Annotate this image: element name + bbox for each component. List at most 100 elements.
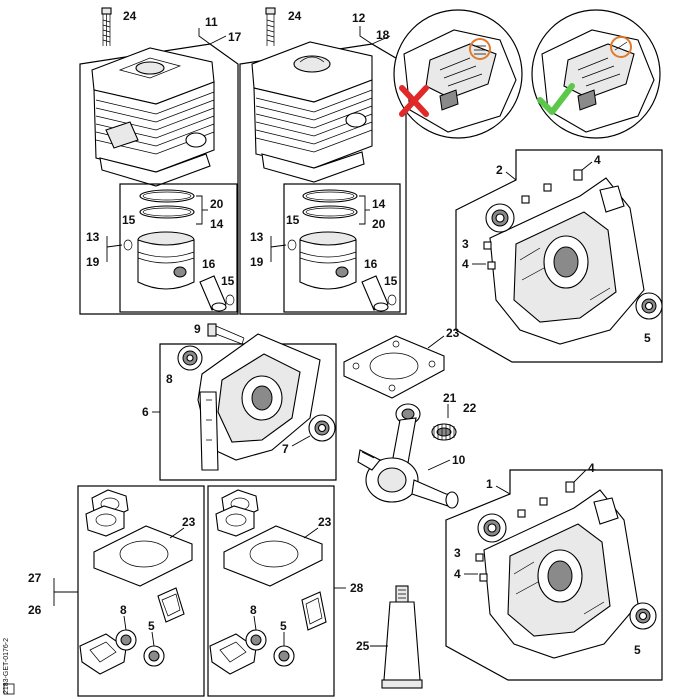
sealant-tube-25 — [381, 585, 423, 689]
label-19-right: 19 — [250, 255, 264, 269]
gasket-set-27-group: 23 8 5 27 26 — [28, 485, 205, 697]
label-20-right: 20 — [372, 217, 386, 231]
label-16-left: 16 — [202, 257, 216, 271]
label-4-top-upper: 4 — [594, 153, 601, 167]
label-8-left-set: 8 — [120, 603, 127, 617]
label-6: 6 — [142, 405, 149, 419]
oil-seal-5-center-set — [273, 645, 295, 667]
needle-bearing-21 — [431, 423, 457, 441]
red-cross-icon — [399, 85, 429, 117]
drawing-code-box — [3, 683, 15, 695]
incorrect-orientation-detail — [393, 9, 523, 139]
piston-right — [299, 231, 357, 290]
label-28: 28 — [350, 581, 364, 595]
bolt-24-left — [101, 7, 112, 46]
circlip-right-upper — [287, 239, 297, 251]
label-3-upper: 3 — [462, 237, 469, 251]
cylinder-kit-11-group: 24 11 17 20 14 — [79, 7, 242, 315]
crankshaft-10 — [357, 403, 459, 509]
label-15-left-upper: 15 — [122, 213, 136, 227]
label-8-center-set: 8 — [250, 603, 257, 617]
label-16-right: 16 — [364, 257, 378, 271]
label-5-lower: 5 — [634, 643, 641, 657]
crankcase-half-2-group: 2 4 3 4 — [455, 149, 663, 363]
label-23-center-set: 23 — [318, 515, 332, 529]
oil-seal-8-left-set — [115, 629, 137, 651]
screw-9 — [207, 323, 245, 345]
label-15-right-lower: 15 — [384, 274, 398, 288]
label-15-right-upper: 15 — [286, 213, 300, 227]
label-15-left-lower: 15 — [221, 274, 235, 288]
piston-rings-left — [139, 189, 195, 219]
correct-highlight-circle — [610, 36, 632, 58]
label-19-left: 19 — [86, 255, 100, 269]
oil-seal-5-lower — [629, 602, 657, 630]
dowel-sleeves-1 — [475, 481, 575, 582]
label-21: 21 — [443, 391, 457, 405]
label-4-top-lower: 4 — [588, 461, 595, 475]
circlip-right-lower — [387, 294, 397, 306]
label-23-center: 23 — [446, 326, 460, 340]
label-13-right: 13 — [250, 230, 264, 244]
label-4-side-lower: 4 — [454, 567, 461, 581]
label-20-left: 20 — [210, 197, 224, 211]
crankcase-2-frame — [455, 149, 663, 363]
label-27: 27 — [28, 571, 42, 585]
oil-seal-3-lower — [477, 513, 507, 543]
bolt-24-right — [265, 7, 276, 46]
label-14-left: 14 — [210, 217, 224, 231]
crankcase-half-1-group: 1 4 3 4 — [445, 461, 663, 681]
circlip-left-lower — [225, 294, 235, 306]
label-2: 2 — [496, 163, 503, 177]
oil-seal-3-upper — [485, 203, 515, 233]
label-1: 1 — [486, 477, 493, 491]
label-14-right: 14 — [372, 197, 386, 211]
label-18: 18 — [376, 28, 390, 42]
cylinder-12 — [251, 41, 373, 183]
gasket-set-28-frame — [207, 485, 335, 697]
cylinder-11 — [91, 47, 215, 187]
drawing-code: 2183-GET-0176-2 — [3, 638, 10, 694]
piston-rings-right — [302, 189, 358, 219]
crankcase-1-frame — [445, 469, 663, 681]
piston-kit-frame-left — [119, 183, 238, 313]
crankcase-6 — [197, 333, 321, 471]
label-13-left: 13 — [86, 230, 100, 244]
label-12: 12 — [352, 11, 366, 25]
label-4-side-upper: 4 — [462, 257, 469, 271]
oil-seal-8-mid — [177, 345, 203, 371]
label-10: 10 — [452, 453, 466, 467]
label-17: 17 — [228, 30, 242, 44]
gaskets-28 — [209, 489, 327, 675]
gasket-set-28-group: 23 8 5 28 — [207, 485, 364, 697]
cylinder-gasket-23 — [343, 335, 445, 399]
label-23-left-set: 23 — [182, 515, 196, 529]
crankcase-half-2 — [489, 177, 645, 345]
piston-kit-frame-right — [283, 183, 401, 313]
circlip-left-upper — [123, 239, 133, 251]
piston-left — [137, 231, 195, 290]
label-26: 26 — [28, 603, 42, 617]
piston-pin-right — [361, 275, 389, 312]
label-5-center-set: 5 — [280, 619, 287, 633]
label-7: 7 — [282, 442, 289, 456]
label-3-lower: 3 — [454, 546, 461, 560]
label-9: 9 — [194, 322, 201, 336]
label-8-mid: 8 — [166, 372, 173, 386]
label-25: 25 — [356, 639, 370, 653]
label-11: 11 — [205, 15, 218, 29]
label-5-upper: 5 — [644, 331, 651, 345]
oil-seal-5-left-set — [143, 645, 165, 667]
oil-seal-5-upper — [635, 292, 663, 320]
incorrect-highlight-circle — [469, 38, 491, 60]
crankcase-half-1 — [483, 489, 639, 659]
green-check-icon — [537, 83, 575, 115]
cylinder-11-frame — [79, 43, 239, 315]
piston-pin-left — [199, 275, 227, 312]
cylinder-kit-12-group: 24 12 18 14 20 — [239, 7, 407, 315]
dowel-sleeves-2 — [483, 169, 583, 270]
label-5-left-set: 5 — [148, 619, 155, 633]
oil-seal-8-center-set — [245, 629, 267, 651]
gasket-set-27-frame — [77, 485, 205, 697]
